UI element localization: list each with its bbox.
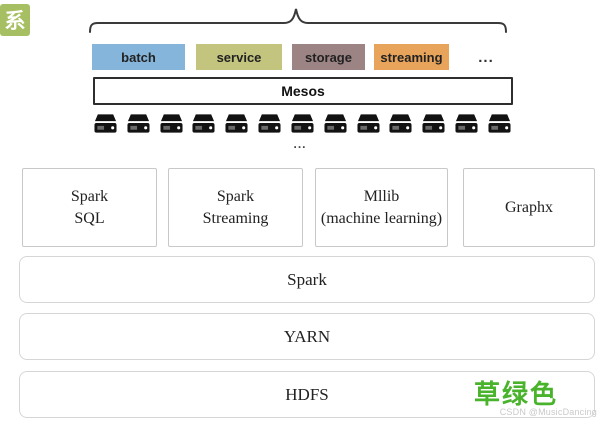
server-row [94,112,511,134]
framework-label: service [216,49,262,65]
component-line1: Spark [216,187,255,205]
stack-layer-hdfs: HDFS [19,371,595,418]
stack-layer-label: HDFS [285,384,329,404]
corner-tag-label: 系 [4,10,26,33]
mesos-bar: Mesos [93,77,513,105]
framework-box-service: service [196,44,282,70]
frameworks-ellipsis: ... [478,48,494,66]
server-icon [389,113,412,134]
watermark: CSDN @MusicDancing [499,407,597,417]
framework-label: batch [121,49,156,65]
framework-box-streaming: streaming [374,44,449,70]
server-icon [160,113,183,134]
corner-tag: 系 [0,4,30,36]
component-box-spark-sql: Spark SQL [22,168,157,247]
server-icon [94,113,117,134]
server-icon [127,113,150,134]
framework-box-batch: batch [92,44,185,70]
component-box-spark-streaming: Spark Streaming [168,168,303,247]
framework-label: streaming [380,49,443,65]
server-icon [488,113,511,134]
component-line2: SQL [74,209,105,227]
server-icon [225,113,248,134]
component-box-mllib: Mllib (machine learning) [315,168,448,247]
framework-box-storage: storage [292,44,365,70]
color-annotation: 草绿色 [474,379,559,409]
stack-layer-spark: Spark [19,256,595,303]
server-icon [291,113,314,134]
stack-layer-label: Spark [287,269,327,289]
server-icon [455,113,478,134]
stack-layer-yarn: YARN [19,313,595,360]
component-box-graphx: Graphx [463,168,595,247]
server-icon [192,113,216,134]
framework-label: storage [305,49,352,65]
component-line1: Graphx [505,198,553,216]
brace-icon [89,8,507,33]
component-line1: Mllib [363,187,400,205]
server-icon [258,113,281,134]
stack-layer-label: YARN [283,326,331,346]
server-icon [324,113,347,134]
component-line1: Spark [70,187,109,205]
component-line2: (machine learning) [320,209,443,227]
servers-ellipsis: ... [293,137,307,151]
server-icon [422,113,445,134]
mesos-label: Mesos [281,83,325,99]
component-line2: Streaming [202,209,269,227]
server-icon [357,113,380,134]
